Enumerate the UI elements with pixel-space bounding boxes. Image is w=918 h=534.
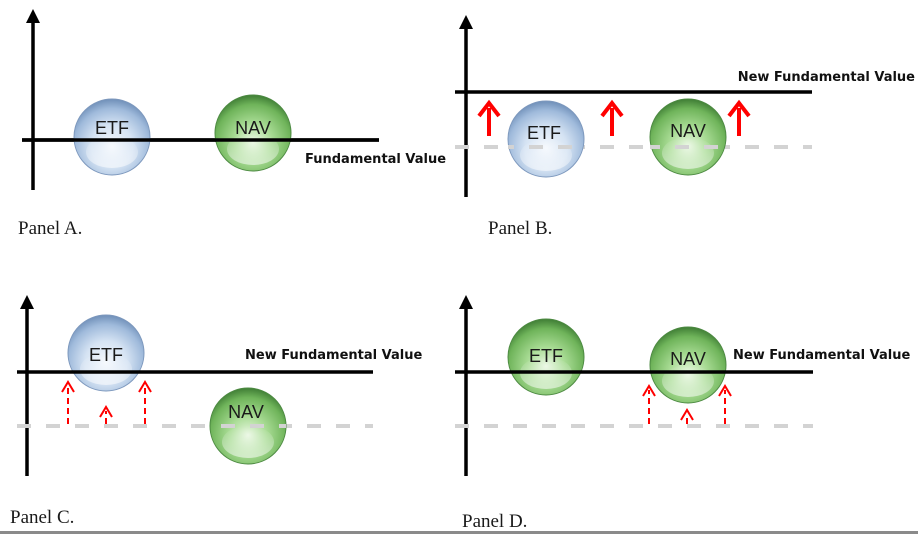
- red-up-arrow: [727, 99, 751, 136]
- nav-label: NAV: [235, 118, 271, 138]
- etf-bubble: ETF: [507, 100, 585, 178]
- etf-bubble: ETF: [67, 314, 145, 392]
- etf-label: ETF: [527, 123, 561, 143]
- panel-c: ETF NAV New Fundamental Value Panel C.: [10, 295, 422, 528]
- dashed-red-arrow: [99, 405, 113, 424]
- new-fundamental-value-label: New Fundamental Value: [738, 70, 915, 85]
- nav-bubble: NAV: [649, 326, 727, 404]
- nav-bubble: NAV: [209, 387, 287, 465]
- dashed-red-arrow: [642, 384, 656, 424]
- panel-c-caption: Panel C.: [10, 507, 74, 528]
- dashed-red-arrow: [680, 408, 694, 424]
- etf-bubble: ETF: [22, 98, 379, 176]
- fundamental-value-label: Fundamental Value: [305, 152, 446, 167]
- nav-bubble: NAV: [214, 94, 292, 172]
- dashed-red-arrow: [718, 384, 732, 424]
- etf-label: ETF: [89, 345, 123, 365]
- etf-label: ETF: [95, 118, 129, 138]
- etf-label: ETF: [529, 346, 563, 366]
- dashed-red-arrow: [138, 380, 152, 424]
- red-up-arrow: [600, 99, 624, 136]
- panel-a-caption: Panel A.: [18, 218, 82, 239]
- panel-d-caption: Panel D.: [462, 511, 527, 532]
- dashed-red-arrow: [61, 380, 75, 424]
- panel-b-caption: Panel B.: [488, 218, 552, 239]
- red-up-arrow: [477, 99, 501, 136]
- panel-a: ETF NAV Fundamental Value Panel A.: [18, 8, 446, 239]
- panel-d: ETF NAV New Fundamental Value Panel D.: [455, 295, 910, 532]
- new-fundamental-value-label: New Fundamental Value: [733, 348, 910, 363]
- new-fundamental-value-label: New Fundamental Value: [245, 348, 422, 363]
- nav-label: NAV: [670, 121, 706, 141]
- etf-bubble: ETF: [507, 318, 585, 396]
- nav-label: NAV: [670, 349, 706, 369]
- panel-b: ETF NAV New Fundamental Value Panel B.: [455, 14, 915, 239]
- nav-label: NAV: [228, 402, 264, 422]
- page-bottom-rule: [0, 531, 918, 534]
- nav-bubble: NAV: [649, 98, 727, 176]
